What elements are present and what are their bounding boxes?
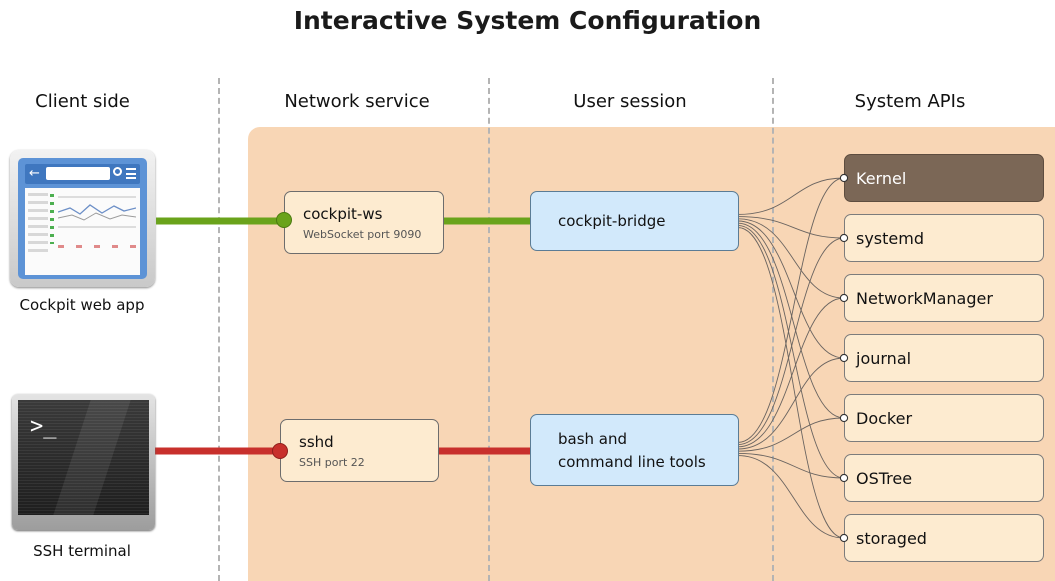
api-link-line <box>737 224 845 479</box>
api-port-marker <box>839 353 849 363</box>
api-label: OSTree <box>856 469 913 488</box>
sshd-node: sshd SSH port 22 <box>280 419 439 482</box>
api-port-marker <box>839 233 849 243</box>
bash-label-line1: bash and <box>558 430 628 448</box>
api-link-lines <box>737 177 845 539</box>
web-app-caption: Cockpit web app <box>19 296 145 314</box>
api-docker: Docker <box>844 394 1044 442</box>
api-link-line <box>737 218 845 299</box>
api-link-line <box>737 237 845 446</box>
api-networkmanager: NetworkManager <box>844 274 1044 322</box>
api-journal: journal <box>844 334 1044 382</box>
cockpit-ws-port: WebSocket port 9090 <box>303 228 422 241</box>
api-link-line <box>737 297 845 448</box>
column-divider <box>218 78 220 581</box>
menu-icon <box>126 168 136 179</box>
api-link-line <box>737 452 845 479</box>
column-divider <box>772 78 774 581</box>
column-header-session: User session <box>573 91 687 112</box>
chart-thumbnail-icon <box>58 196 136 228</box>
api-label: storaged <box>856 529 927 548</box>
api-link-line <box>737 177 845 215</box>
api-label: Docker <box>856 409 913 428</box>
sshd-label: sshd <box>299 433 334 451</box>
api-label: Kernel <box>856 169 907 188</box>
terminal-icon: >_ <box>12 394 155 530</box>
api-link-line <box>737 455 845 539</box>
api-port-marker <box>839 533 849 543</box>
api-label: journal <box>856 349 912 368</box>
column-header-network: Network service <box>284 91 430 112</box>
cockpit-bridge-label: cockpit-bridge <box>558 212 666 230</box>
api-link-line <box>737 357 845 450</box>
back-arrow-icon: ← <box>29 166 40 181</box>
api-port-marker <box>839 413 849 423</box>
bash-tools-node: bash and command line tools <box>530 414 739 486</box>
column-divider <box>488 78 490 581</box>
terminal-caption: SSH terminal <box>33 542 131 560</box>
sshd-port: SSH port 22 <box>299 456 365 469</box>
api-link-line <box>737 216 845 239</box>
cockpit-ws-node: cockpit-ws WebSocket port 9090 <box>284 191 444 254</box>
api-systemd: systemd <box>844 214 1044 262</box>
web-app-icon: ← <box>10 150 155 287</box>
api-port-marker <box>839 293 849 303</box>
api-label: NetworkManager <box>856 289 993 308</box>
column-header-client: Client side <box>35 91 130 112</box>
column-header-apis: System APIs <box>854 91 966 112</box>
api-label: systemd <box>856 229 924 248</box>
api-port-marker <box>839 173 849 183</box>
search-icon <box>113 167 122 176</box>
api-kernel: Kernel <box>844 154 1044 202</box>
cockpit-ws-label: cockpit-ws <box>303 205 383 223</box>
api-link-line <box>737 220 845 359</box>
ssh-connector-dot <box>272 443 288 459</box>
web-connector-dot <box>276 212 292 228</box>
api-link-line <box>737 222 845 419</box>
api-link-line <box>737 177 845 443</box>
diagram-title: Interactive System Configuration <box>293 6 762 35</box>
bash-label-line2: command line tools <box>558 453 706 471</box>
cockpit-bridge-node: cockpit-bridge <box>530 191 739 251</box>
api-port-marker <box>839 473 849 483</box>
api-ostree: OSTree <box>844 454 1044 502</box>
api-link-line <box>737 417 845 452</box>
api-link-line <box>737 227 845 539</box>
prompt-icon: >_ <box>30 414 57 439</box>
